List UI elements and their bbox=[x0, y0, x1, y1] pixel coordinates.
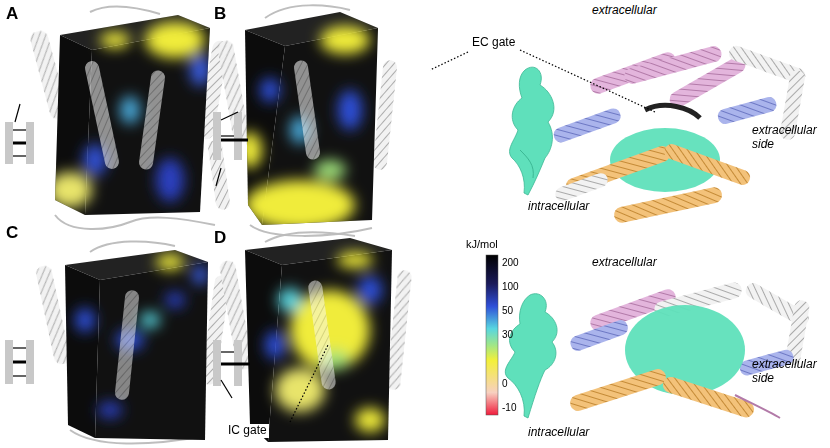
membrane-icon bbox=[213, 340, 250, 398]
membrane-icon bbox=[5, 104, 34, 164]
side-label: extracellular side bbox=[752, 358, 824, 386]
colorbar-tick: 0 bbox=[502, 378, 508, 390]
colorbar-tick: 200 bbox=[502, 257, 519, 269]
side-label: extracellular bbox=[592, 256, 657, 270]
membrane-icon bbox=[213, 112, 248, 186]
side-label: intracellular bbox=[528, 426, 589, 440]
colorbar-tick: -10 bbox=[502, 402, 516, 414]
panel-letter: C bbox=[6, 223, 18, 243]
channel-surface bbox=[510, 67, 554, 195]
leader-line bbox=[290, 50, 655, 422]
side-label: extracellular side bbox=[752, 124, 824, 152]
colorbar bbox=[486, 255, 498, 415]
gate-label: IC gate bbox=[226, 424, 269, 438]
colorbar-tick: 50 bbox=[502, 305, 513, 317]
panel-letter: B bbox=[214, 4, 226, 24]
panel-letter: A bbox=[6, 4, 18, 24]
colorbar-tick: 100 bbox=[502, 281, 519, 293]
side-label: intracellular bbox=[528, 200, 589, 214]
gate-label: EC gate bbox=[470, 36, 517, 50]
side-label: extracellular bbox=[592, 4, 657, 18]
panel-letter: D bbox=[214, 228, 226, 248]
colorbar-tick: 30 bbox=[502, 329, 513, 341]
colorbar-unit: kJ/mol bbox=[466, 238, 498, 251]
membrane-icon bbox=[5, 340, 34, 384]
